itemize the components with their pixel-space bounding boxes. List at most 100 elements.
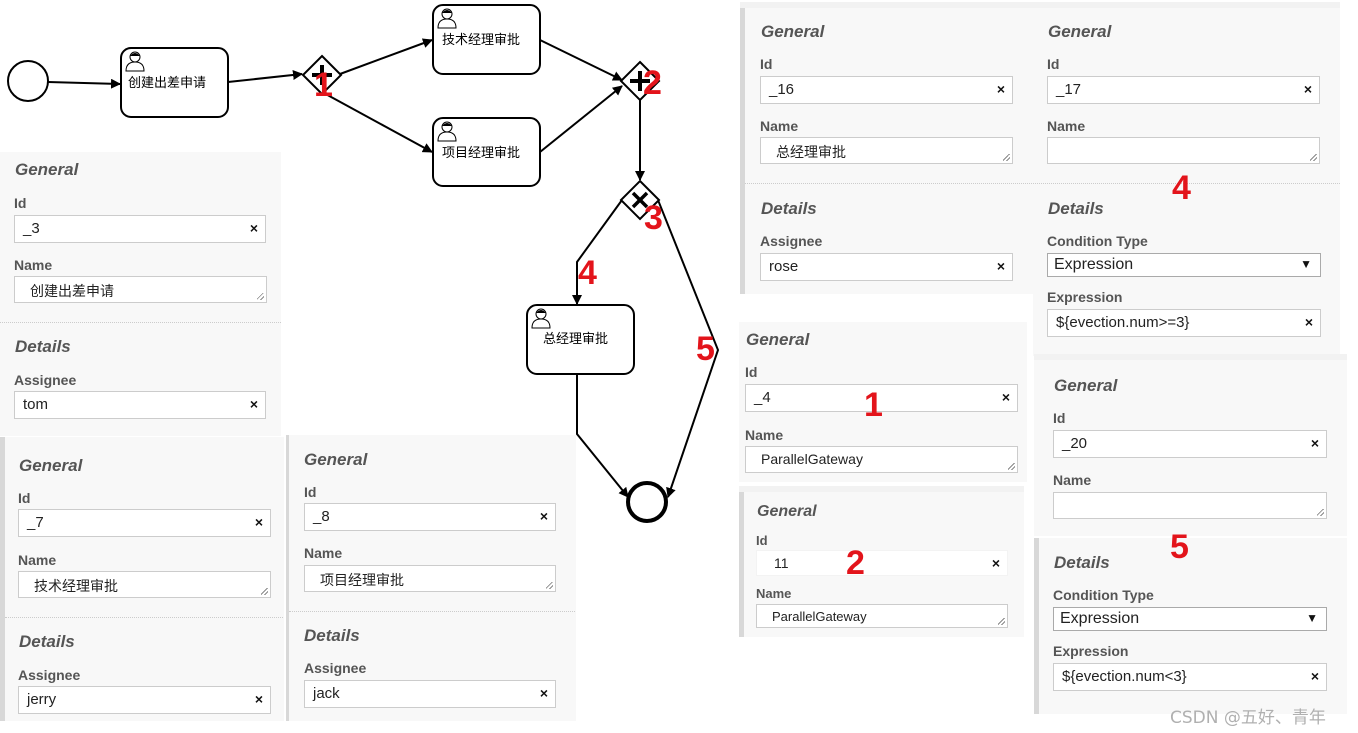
- name-field[interactable]: 总经理审批: [760, 137, 1013, 164]
- expression-value: ${evection.num>=3}: [1056, 314, 1190, 331]
- general-heading: General: [15, 160, 79, 179]
- name-field[interactable]: [1053, 492, 1327, 519]
- props-panel-flow20-details: Details Condition Type Expression▼ Expre…: [1034, 538, 1347, 714]
- watermark: CSDN @五好、青年: [1170, 708, 1326, 728]
- assignee-field[interactable]: rose ×: [760, 253, 1013, 281]
- name-value: 技术经理审批: [34, 578, 118, 594]
- start-event[interactable]: [7, 60, 49, 102]
- clear-icon[interactable]: ×: [249, 396, 258, 412]
- name-label: Name: [756, 586, 792, 601]
- assignee-label: Assignee: [18, 667, 81, 683]
- divider: [0, 322, 281, 323]
- clear-icon[interactable]: ×: [1304, 314, 1313, 330]
- condition-type-label: Condition Type: [1047, 233, 1148, 249]
- divider: [5, 617, 284, 618]
- name-label: Name: [14, 257, 53, 273]
- props-panel-flow17: General Id _17× Name Details Condition T…: [1033, 8, 1340, 356]
- id-value: _8: [313, 508, 330, 525]
- clear-icon[interactable]: ×: [249, 220, 258, 236]
- clear-icon[interactable]: ×: [539, 685, 548, 701]
- task-project[interactable]: 项目经理审批: [432, 117, 541, 187]
- marker-3: 3: [644, 199, 663, 237]
- resize-grip-icon[interactable]: [261, 588, 268, 595]
- details-heading: Details: [761, 199, 817, 218]
- expression-field[interactable]: ${evection.num<3}×: [1053, 663, 1327, 691]
- name-label: Name: [1053, 472, 1092, 488]
- condition-type-value: Expression: [1060, 610, 1140, 627]
- details-heading: Details: [15, 337, 71, 356]
- name-value: ParallelGateway: [772, 609, 867, 624]
- clear-icon[interactable]: ×: [996, 81, 1005, 97]
- assignee-value: tom: [23, 396, 49, 413]
- assignee-field[interactable]: jerry×: [18, 686, 271, 714]
- id-label: Id: [745, 364, 758, 380]
- name-field[interactable]: 技术经理审批: [18, 571, 271, 598]
- id-field[interactable]: 11×: [756, 550, 1008, 576]
- id-field[interactable]: _8 ×: [304, 503, 556, 531]
- resize-grip-icon[interactable]: [1317, 509, 1324, 516]
- panel-marker-4: 4: [1172, 169, 1191, 207]
- clear-icon[interactable]: ×: [539, 508, 548, 524]
- clear-icon[interactable]: ×: [1310, 435, 1319, 451]
- id-value: _17: [1056, 81, 1082, 98]
- id-value: _4: [754, 389, 771, 406]
- resize-grip-icon[interactable]: [998, 618, 1005, 625]
- general-heading: General: [19, 456, 83, 475]
- clear-icon[interactable]: ×: [254, 514, 263, 530]
- general-heading: General: [746, 330, 810, 349]
- name-field[interactable]: ParallelGateway: [756, 604, 1008, 628]
- id-field[interactable]: _20×: [1053, 430, 1327, 458]
- chevron-down-icon: ▼: [1306, 611, 1318, 625]
- task-create[interactable]: 创建出差申请: [120, 47, 229, 118]
- divider: [1033, 183, 1340, 184]
- id-field[interactable]: _3×: [14, 215, 266, 243]
- details-heading: Details: [304, 626, 360, 645]
- task-general[interactable]: 总经理审批: [526, 304, 635, 375]
- end-event[interactable]: [626, 481, 668, 523]
- clear-icon[interactable]: ×: [991, 555, 1000, 571]
- marker-5: 5: [696, 330, 715, 368]
- id-field[interactable]: _4 ×: [745, 384, 1018, 412]
- id-label: Id: [304, 484, 317, 500]
- clear-icon[interactable]: ×: [1310, 668, 1319, 684]
- clear-icon[interactable]: ×: [1303, 81, 1312, 97]
- name-field[interactable]: [1047, 137, 1320, 164]
- assignee-value: rose: [769, 258, 799, 275]
- assignee-field[interactable]: tom ×: [14, 391, 266, 419]
- resize-grip-icon[interactable]: [1008, 463, 1015, 470]
- props-panel-project: General Id _8× Name 项目经理审批 Details Assig…: [286, 435, 576, 721]
- task-create-label: 创建出差申请: [128, 76, 206, 91]
- id-field[interactable]: _7×: [18, 509, 271, 537]
- clear-icon[interactable]: ×: [996, 258, 1005, 274]
- assignee-label: Assignee: [14, 372, 77, 388]
- condition-type-select[interactable]: Expression ▼: [1053, 607, 1327, 631]
- expression-field[interactable]: ${evection.num>=3} ×: [1047, 309, 1321, 337]
- general-heading: General: [304, 450, 368, 469]
- condition-type-select[interactable]: Expression▼: [1047, 253, 1321, 277]
- resize-grip-icon[interactable]: [546, 582, 553, 589]
- id-field[interactable]: _16×: [760, 76, 1013, 104]
- assignee-value: jack: [313, 685, 340, 702]
- id-field[interactable]: _17 ×: [1047, 76, 1320, 104]
- marker-1: 1: [314, 66, 333, 104]
- parallel-gateway-2[interactable]: [619, 60, 661, 102]
- resize-grip-icon[interactable]: [1003, 154, 1010, 161]
- id-label: Id: [760, 56, 773, 72]
- clear-icon[interactable]: ×: [1001, 389, 1010, 405]
- name-field[interactable]: ParallelGateway: [745, 446, 1018, 473]
- assignee-field[interactable]: jack ×: [304, 680, 556, 708]
- task-tech-label: 技术经理审批: [442, 33, 520, 48]
- name-value: ParallelGateway: [761, 451, 863, 467]
- name-value: 创建出差申请: [30, 283, 114, 299]
- props-panel-create: General Id _3× Name 创建出差申请 Details Assig…: [0, 152, 281, 436]
- clear-icon[interactable]: ×: [254, 691, 263, 707]
- name-field[interactable]: 创建出差申请: [14, 276, 267, 303]
- resize-grip-icon[interactable]: [1310, 154, 1317, 161]
- resize-grip-icon[interactable]: [257, 293, 264, 300]
- exclusive-gateway[interactable]: [619, 179, 661, 221]
- task-tech[interactable]: 技术经理审批: [432, 4, 541, 75]
- id-label: Id: [14, 195, 27, 211]
- name-field[interactable]: 项目经理审批: [304, 565, 556, 592]
- assignee-label: Assignee: [304, 660, 367, 676]
- parallel-gateway-1[interactable]: [301, 54, 343, 96]
